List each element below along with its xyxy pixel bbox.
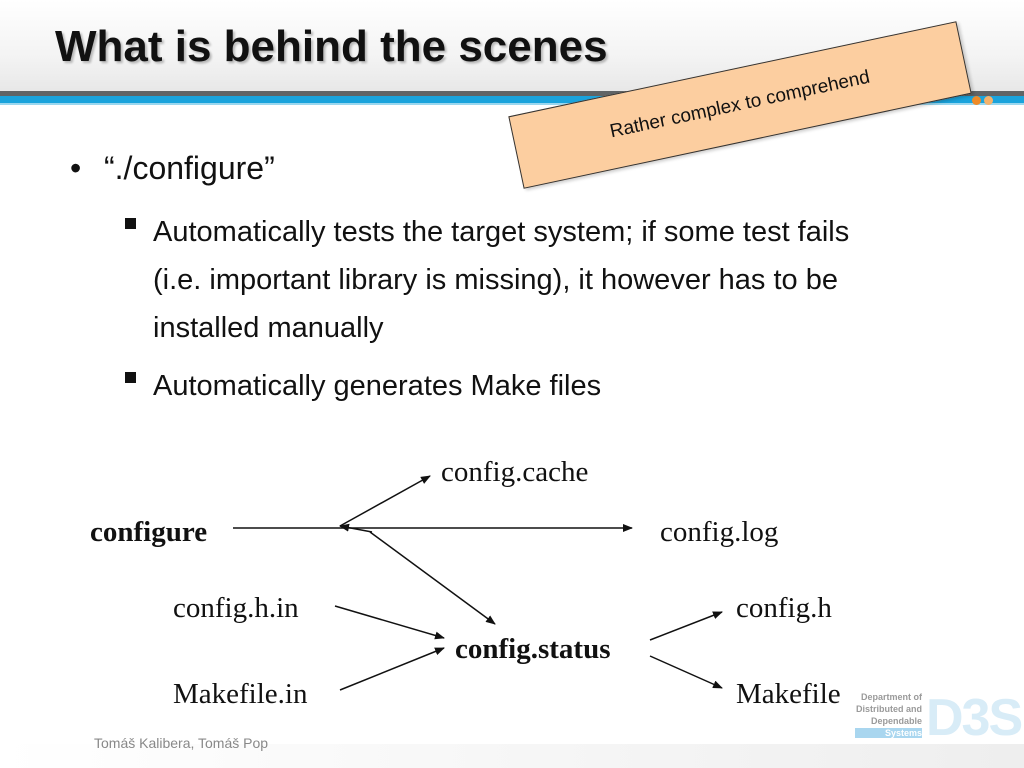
footer-authors: Tomáš Kalibera, Tomáš Pop <box>94 735 269 751</box>
logo-line: Department of <box>860 692 922 702</box>
node-makefile-in: Makefile.in <box>173 678 308 710</box>
node-config-log: config.log <box>660 516 778 548</box>
decor-dot <box>984 96 993 105</box>
decor-dot <box>972 96 981 105</box>
arrow-to-config-status <box>369 531 496 625</box>
node-makefile: Makefile <box>736 678 841 710</box>
arrow-to-config-cache <box>339 475 431 527</box>
bullet-text: “./configure” <box>104 150 275 186</box>
sub-bullet-tests: Automatically tests the target system; i… <box>125 208 905 352</box>
build-flow-diagram: configure config.cache config.log config… <box>90 456 841 710</box>
node-config-cache: config.cache <box>441 456 588 488</box>
arrow-status-to-config-h <box>649 611 723 641</box>
sub-bullet-makefiles: Automatically generates Make files <box>125 362 905 410</box>
d3s-logo: Department of Distributed and Dependable… <box>842 689 1024 747</box>
sub-bullet-text: Automatically tests the target system; i… <box>153 216 850 344</box>
logo-line: Distributed and <box>855 704 922 714</box>
logo-line: Dependable <box>870 716 922 726</box>
logo-text-block: Department of Distributed and Dependable… <box>842 690 922 742</box>
square-bullet <box>125 372 136 383</box>
logo-mark: D3S <box>926 689 1023 747</box>
arrow-back-to-configure <box>339 523 373 533</box>
bullet-configure: • “./configure” <box>70 150 275 187</box>
title-divider-dark <box>0 91 1024 96</box>
sub-bullet-text: Automatically generates Make files <box>153 370 602 402</box>
logo-line: Systems <box>854 728 922 738</box>
arrow-makefile-in-to-status <box>339 647 445 691</box>
slide-title: What is behind the scenes <box>55 22 608 71</box>
node-config-h: config.h <box>736 592 832 624</box>
node-config-status: config.status <box>455 633 610 665</box>
bullet-dot: • <box>70 150 82 186</box>
square-bullet <box>125 218 136 229</box>
node-configure: configure <box>90 516 207 548</box>
arrow-h-in-to-status <box>334 605 445 640</box>
node-config-h-in: config.h.in <box>173 592 299 624</box>
title-divider-blue <box>0 96 1024 103</box>
decor-dots <box>972 92 996 105</box>
footer-band <box>0 744 1024 768</box>
arrow-status-to-makefile <box>649 655 723 689</box>
title-divider-light <box>0 103 1024 105</box>
